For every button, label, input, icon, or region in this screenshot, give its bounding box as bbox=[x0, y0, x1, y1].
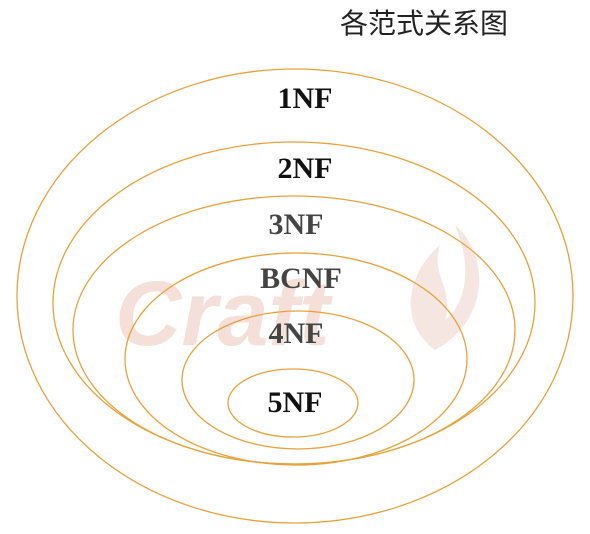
label-bcnf: BCNF bbox=[260, 262, 342, 295]
ring-bcnf bbox=[124, 252, 468, 466]
label-4nf: 4NF bbox=[269, 317, 324, 350]
watermark: Craft bbox=[115, 225, 480, 365]
ring-1nf bbox=[16, 68, 574, 524]
rings bbox=[16, 68, 574, 524]
labels: 1NF 2NF 3NF BCNF 4NF 5NF bbox=[260, 82, 342, 419]
watermark-flame-icon bbox=[410, 225, 480, 350]
diagram-title: 各范式关系图 bbox=[340, 7, 509, 40]
label-5nf: 5NF bbox=[268, 386, 323, 419]
ring-4nf bbox=[181, 310, 415, 450]
ring-5nf bbox=[227, 368, 359, 438]
ring-3nf bbox=[72, 195, 516, 465]
label-1nf: 1NF bbox=[278, 82, 333, 115]
label-3nf: 3NF bbox=[269, 208, 324, 241]
label-2nf: 2NF bbox=[278, 152, 333, 185]
watermark-text: Craft bbox=[115, 263, 333, 365]
